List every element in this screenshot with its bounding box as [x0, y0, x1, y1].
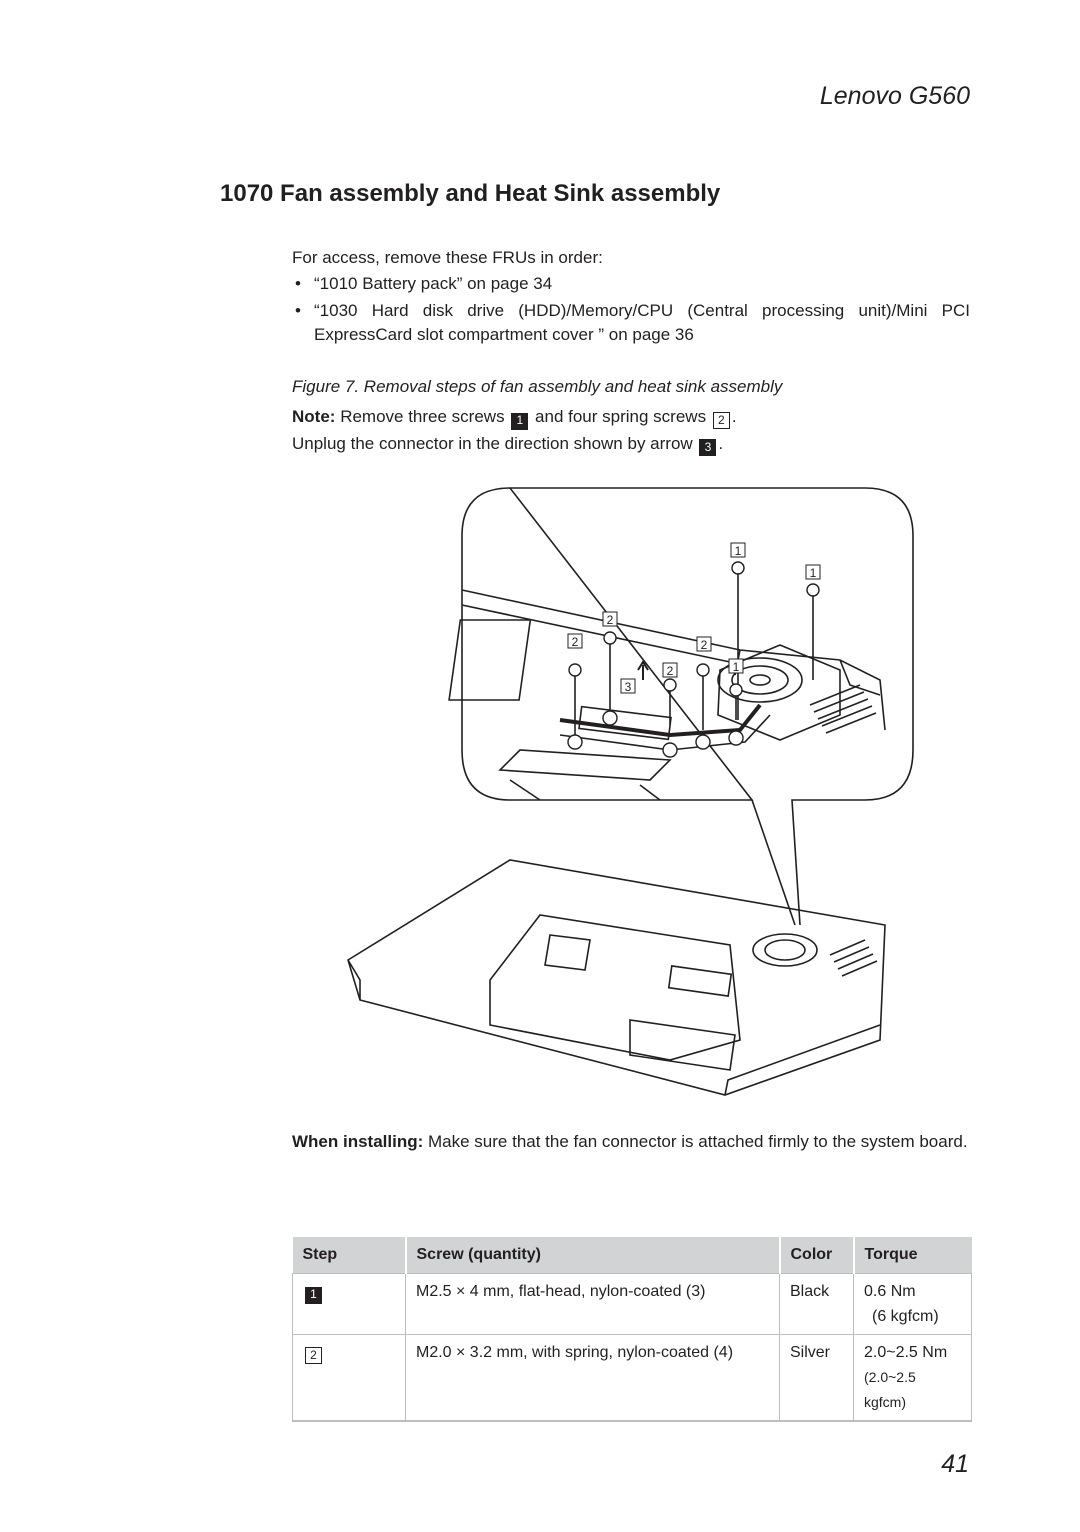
step-1-label: 1 — [516, 413, 524, 427]
unplug-line: Unplug the connector in the direction sh… — [292, 432, 723, 456]
note-text: and four spring screws — [535, 407, 707, 426]
note-label: Note: — [292, 407, 336, 426]
bullet-icon: • — [295, 301, 301, 320]
figure-step-1: 1 — [810, 566, 817, 580]
step-2-label: 2 — [717, 413, 725, 427]
install-note: When installing: Make sure that the fan … — [292, 1130, 968, 1154]
access-item-text: “1030 Hard disk drive (HDD)/Memory/CPU (… — [314, 301, 970, 344]
torque-nm: 0.6 Nm — [864, 1283, 916, 1300]
page-number: 41 — [941, 1450, 969, 1478]
model-header: Lenovo G560 — [819, 82, 970, 110]
step-3-marker: 3 — [699, 439, 717, 456]
table-row: 2 M2.0 × 3.2 mm, with spring, nylon-coat… — [292, 1334, 972, 1422]
table-header-row: Step Screw (quantity) Color Torque — [292, 1237, 972, 1274]
header-color: Color — [778, 1237, 854, 1274]
unplug-text: Unplug the connector in the direction sh… — [292, 434, 693, 453]
header-torque: Torque — [852, 1237, 972, 1274]
access-item-cover: • “1030 Hard disk drive (HDD)/Memory/CPU… — [292, 299, 970, 347]
table-row: 1 M2.5 × 4 mm, flat-head, nylon-coated (… — [292, 1273, 972, 1335]
figure-step-2: 2 — [607, 613, 614, 627]
torque-cell: 0.6 Nm (6 kgfcm) — [853, 1273, 972, 1335]
access-item-battery: • “1010 Battery pack” on page 34 — [292, 272, 970, 296]
figure-step-2: 2 — [572, 635, 579, 649]
color-cell: Black — [779, 1273, 854, 1335]
access-item-text: “1010 Battery pack” on page 34 — [314, 274, 553, 293]
figure-step-2: 2 — [701, 638, 708, 652]
step-label: 1 — [310, 1287, 317, 1301]
bullet-icon: • — [295, 274, 301, 293]
figure-step-1: 1 — [733, 660, 740, 674]
figure-step-1: 1 — [735, 544, 742, 558]
color-cell: Silver — [779, 1334, 854, 1422]
install-label: When installing: — [292, 1132, 424, 1151]
screw-table: Step Screw (quantity) Color Torque 1 M2.… — [292, 1237, 972, 1422]
figure-step-3: 3 — [625, 680, 632, 694]
arrow-icon — [637, 660, 649, 680]
torque-cell: 2.0~2.5 Nm (2.0~2.5 kgfcm) — [853, 1334, 972, 1422]
step-cell: 1 — [292, 1273, 406, 1335]
screw-cell: M2.5 × 4 mm, flat-head, nylon-coated (3) — [405, 1273, 780, 1335]
laptop-diagram: 1 1 2 2 2 2 1 3 — [347, 487, 914, 1096]
section-title: 1070 Fan assembly and Heat Sink assembly — [220, 180, 721, 207]
step-3-label: 3 — [704, 440, 712, 454]
header-screw: Screw (quantity) — [404, 1237, 780, 1274]
step-cell: 2 — [292, 1334, 406, 1422]
note-text: Remove three screws — [340, 407, 505, 426]
note-end: . — [731, 407, 737, 426]
torque-nm: 2.0~2.5 Nm — [864, 1344, 948, 1361]
access-intro: For access, remove these FRUs in order: — [292, 248, 603, 267]
step-2-marker: 2 — [305, 1347, 322, 1364]
figure-caption: Figure 7. Removal steps of fan assembly … — [292, 377, 783, 396]
step-2-marker: 2 — [712, 412, 730, 429]
header-step: Step — [292, 1237, 406, 1274]
step-label: 2 — [310, 1348, 317, 1362]
note-line: Note: Remove three screws 1 and four spr… — [292, 405, 737, 430]
screw-cell: M2.0 × 3.2 mm, with spring, nylon-coated… — [405, 1334, 780, 1422]
unplug-end: . — [718, 434, 724, 453]
step-1-marker: 1 — [511, 413, 529, 430]
install-text: Make sure that the fan connector is atta… — [428, 1132, 968, 1151]
disassembly-illustration: 1 1 2 2 2 2 1 3 — [340, 480, 940, 1125]
figure-step-2: 2 — [667, 664, 674, 678]
step-1-marker: 1 — [305, 1287, 322, 1304]
torque-kgf: (6 kgfcm) — [872, 1308, 939, 1325]
torque-kgf: (2.0~2.5 kgfcm) — [864, 1369, 916, 1410]
